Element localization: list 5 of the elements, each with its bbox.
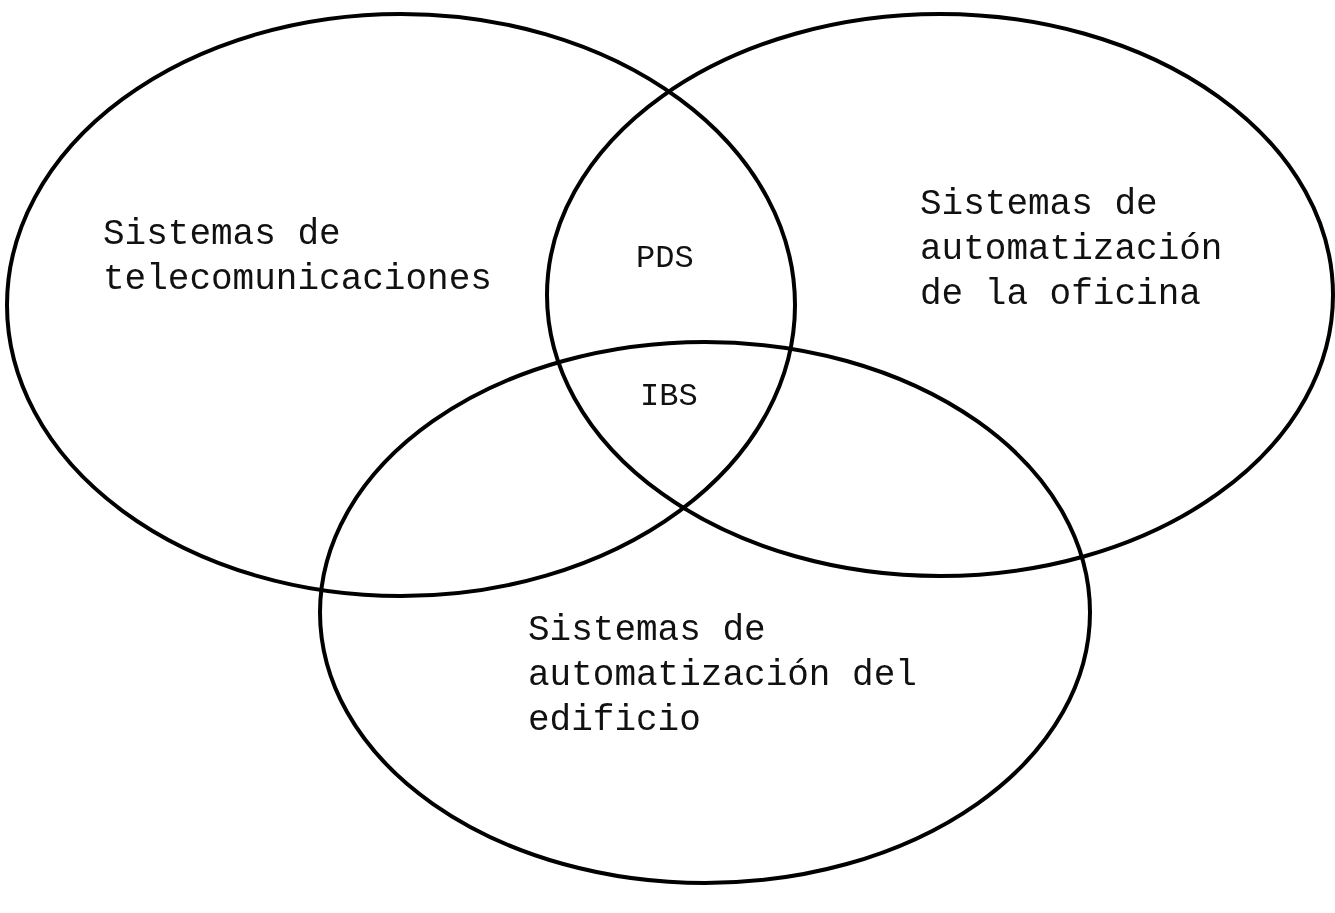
set-label: Sistemas de automatización del edificio — [528, 609, 918, 743]
overlap-label: PDS — [636, 240, 694, 277]
set-label: Sistemas de telecomunicaciones — [103, 213, 493, 302]
overlap-label: IBS — [640, 378, 698, 415]
set-label: Sistemas de automatización de la oficina — [920, 183, 1224, 317]
